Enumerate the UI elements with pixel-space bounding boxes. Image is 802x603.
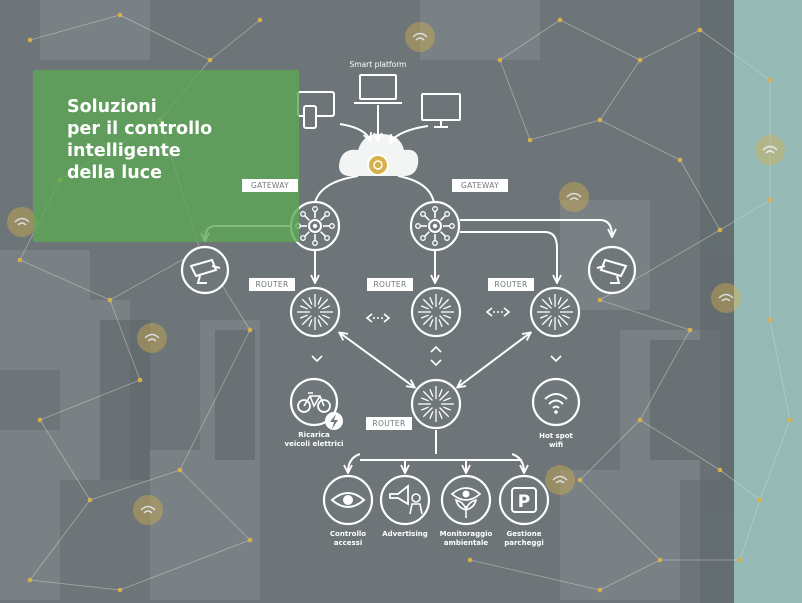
background-wifi-beacon-icon	[545, 465, 575, 495]
monitor-icon	[421, 93, 461, 128]
camera-icon	[180, 245, 230, 295]
router-tag-4: ROUTER	[366, 417, 412, 430]
gateway-tag-left: GATEWAY	[242, 179, 298, 192]
background-wifi-beacon-icon	[559, 182, 589, 212]
lightning-icon	[325, 412, 343, 430]
title-line-3: intelligente	[67, 141, 181, 161]
svg-text:P: P	[518, 492, 530, 512]
eye-leaf-icon	[440, 474, 492, 526]
background-wifi-beacon-icon	[133, 495, 163, 525]
title-panel	[33, 70, 299, 242]
router-tag-2: ROUTER	[367, 278, 413, 291]
title-line-2: per il controllo	[67, 119, 213, 139]
gateway-hub-icon	[409, 200, 461, 252]
router-burst-icon	[410, 286, 462, 338]
background-wifi-beacon-icon	[755, 135, 785, 165]
parking-icon: P	[498, 474, 550, 526]
label-access-control: Controllo accessi	[329, 530, 367, 547]
bicycle-icon	[289, 377, 339, 427]
cloud-icon	[339, 133, 419, 176]
label-environment: Monitoraggio ambientale	[439, 530, 493, 547]
router-burst-icon	[289, 286, 341, 338]
router-burst-icon	[529, 286, 581, 338]
bidirectional-arrow-icon	[485, 307, 511, 317]
label-advertising: Advertising	[382, 530, 428, 538]
label-hotspot: Hot spot wifi	[539, 432, 573, 449]
background-wifi-beacon-icon	[711, 283, 741, 313]
wifi-icon	[531, 377, 581, 427]
bidirectional-arrow-icon	[365, 313, 391, 323]
gateway-hub-icon	[289, 200, 341, 252]
background-wifi-beacon-icon	[405, 22, 435, 52]
title-line-1: Soluzioni	[67, 97, 157, 117]
router-tag-1: ROUTER	[249, 278, 295, 291]
laptop-icon	[354, 74, 402, 104]
gateway-tag-right: GATEWAY	[452, 179, 508, 192]
platform-label: Smart platform	[349, 60, 407, 69]
router-tag-3: ROUTER	[488, 278, 534, 291]
eye-icon	[322, 474, 374, 526]
tablet-phone-icon	[297, 91, 335, 129]
flow-chevrons	[311, 307, 562, 367]
background-wifi-beacon-icon	[137, 323, 167, 353]
megaphone-icon	[379, 474, 431, 526]
label-ev-charging: Ricarica veicoli elettrici	[284, 431, 344, 448]
background-wifi-beacon-icon	[7, 207, 37, 237]
router-burst-icon	[410, 378, 462, 430]
title-line-4: della luce	[67, 163, 162, 183]
label-parking: Gestione parcheggi	[504, 530, 544, 547]
camera-icon	[587, 245, 637, 295]
